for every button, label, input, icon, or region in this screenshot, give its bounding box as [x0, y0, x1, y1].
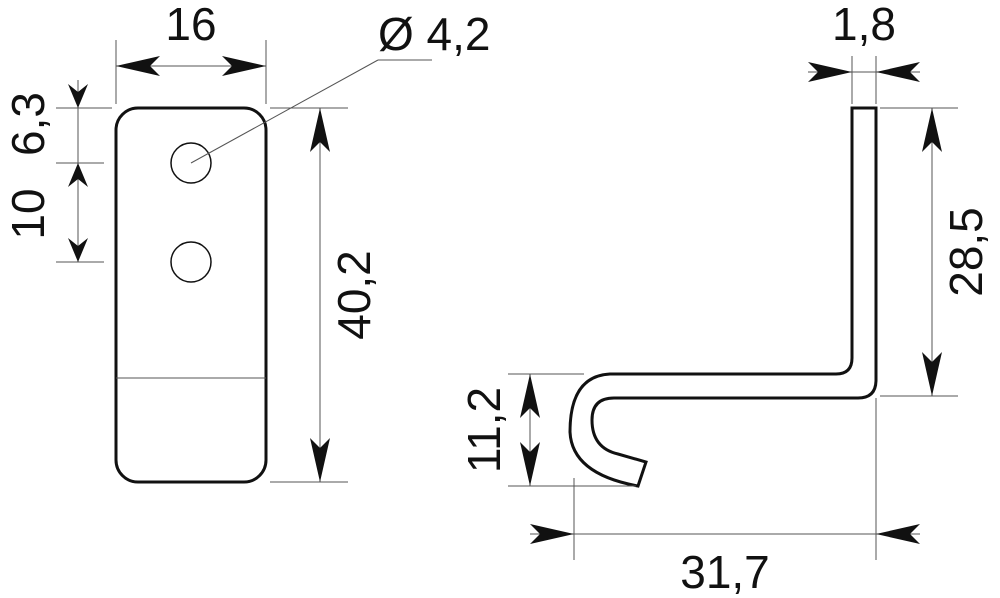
- depth-arrow-right: [876, 524, 920, 544]
- hook-height-arrow-top: [520, 374, 540, 418]
- spacing-arrow-bottom: [68, 238, 88, 262]
- upper-height-arrow-top: [922, 108, 942, 152]
- upper-height-arrow-bottom: [922, 352, 942, 396]
- depth-dimension: 31,7: [530, 398, 920, 598]
- side-view: 1,8 28,5 11,2 31,7: [458, 0, 992, 598]
- thickness-arrow-left: [808, 62, 852, 82]
- front-view: 16 Ø 4,2 6,3 10 40,2: [2, 0, 491, 484]
- lower-hole: [170, 241, 212, 283]
- bracket-outline: [114, 106, 268, 484]
- height-arrow-top: [310, 108, 330, 152]
- width-dimension: 16: [115, 0, 267, 104]
- hole-diameter-label: Ø 4,2: [378, 8, 491, 60]
- left-dimensions: 6,3 10: [2, 80, 112, 263]
- upper-height-label: 28,5: [940, 207, 992, 297]
- hook-height-arrow-bottom: [520, 442, 540, 486]
- hook-height-label: 11,2: [458, 387, 510, 473]
- depth-arrow-left: [530, 524, 574, 544]
- hook-height-dimension: 11,2: [458, 373, 636, 487]
- height-label: 40,2: [328, 250, 380, 340]
- hole-spacing-label: 10: [2, 188, 54, 239]
- upper-height-dimension: 28,5: [880, 107, 992, 397]
- width-label: 16: [165, 0, 216, 50]
- spacing-arrow-top: [68, 163, 88, 187]
- top-offset-label: 6,3: [2, 92, 54, 156]
- thickness-label: 1,8: [832, 0, 896, 50]
- hook-profile: [568, 106, 878, 488]
- upper-hole: [170, 142, 212, 184]
- width-arrow-right: [222, 56, 266, 76]
- height-arrow-bottom: [310, 438, 330, 482]
- height-dimension: 40,2: [270, 107, 380, 483]
- width-arrow-left: [116, 56, 160, 76]
- thickness-arrow-right: [876, 62, 920, 82]
- depth-label: 31,7: [680, 546, 770, 598]
- thickness-dimension: 1,8: [808, 0, 920, 104]
- hole-diameter-dimension: Ø 4,2: [190, 8, 491, 164]
- offset-arrow-top: [68, 84, 88, 108]
